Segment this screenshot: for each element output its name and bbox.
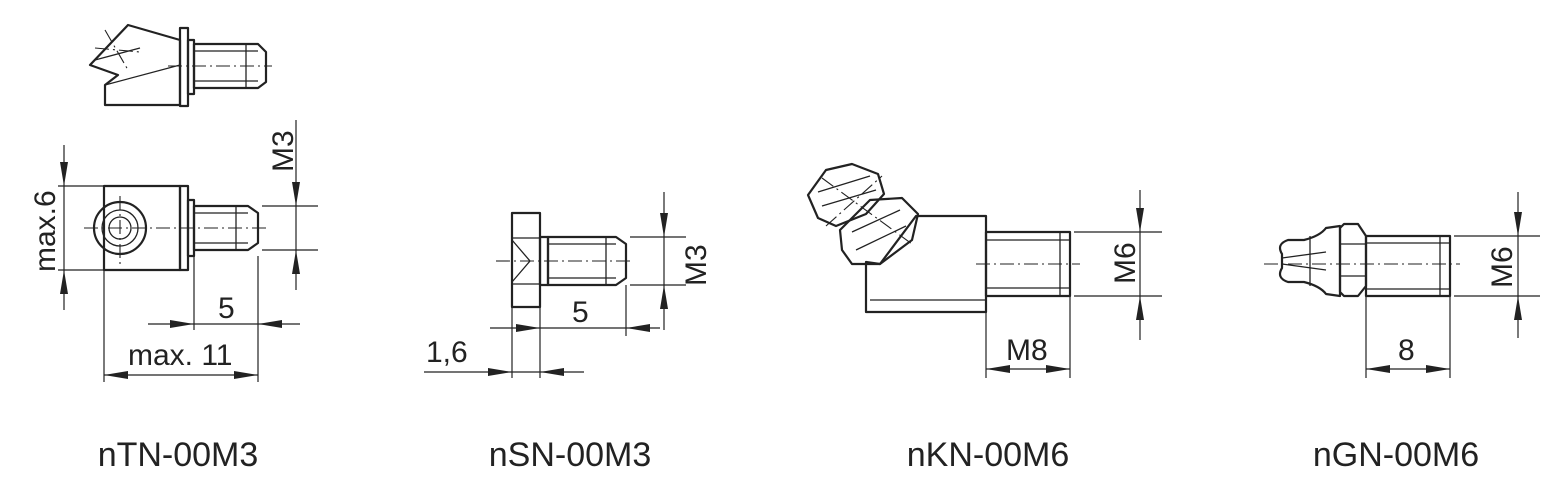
part-nkn: M6 M8 nKN-00M6 [806, 162, 1162, 474]
part-nsn: M3 5 1,6 nSN-00M3 [424, 192, 713, 474]
nsn-thread-label: M3 [680, 244, 713, 286]
nkn-part-label: nKN-00M6 [907, 436, 1070, 474]
nsn-front-view [496, 211, 632, 309]
ngn-dim-thread: M6 [1454, 192, 1540, 338]
ngn-thread-label: M6 [1486, 246, 1519, 288]
nsn-dim-thread: M3 [630, 192, 713, 330]
part-ngn: M6 8 nGN-00M6 [1264, 192, 1540, 474]
ntn-front-view [84, 184, 270, 272]
nkn-dim-hex: M8 [985, 296, 1071, 378]
ngn-front-view [1264, 222, 1460, 298]
nsn-part-label: nSN-00M3 [489, 436, 652, 474]
ntn-part-label: nTN-00M3 [98, 436, 259, 474]
ngn-thread-length-label: 8 [1398, 334, 1415, 367]
ntn-top-view [88, 23, 272, 108]
nsn-dim-thread-length: 5 [490, 285, 660, 378]
ntn-height-label: max.6 [29, 190, 62, 272]
nkn-thread-label: M6 [1109, 242, 1142, 284]
ngn-dim-thread-length: 8 [1365, 296, 1451, 378]
ntn-dim-thread-length: 5 [148, 256, 300, 382]
nsn-head-label: 1,6 [426, 336, 468, 369]
nkn-front-view [806, 162, 1080, 314]
part-ntn: max.6 M3 5 max. 11 nTN-00M [29, 23, 318, 474]
ntn-overall-label: max. 11 [128, 339, 233, 372]
ntn-thread-label: M3 [267, 130, 300, 172]
ntn-dim-overall: max. 11 [103, 270, 258, 382]
nkn-dim-thread: M6 [1074, 190, 1162, 340]
ntn-dim-height: max.6 [29, 145, 104, 310]
nsn-thread-length-label: 5 [572, 296, 589, 329]
ntn-dim-thread: M3 [262, 120, 318, 290]
nkn-hex-label: M8 [1006, 334, 1048, 367]
ngn-part-label: nGN-00M6 [1313, 436, 1479, 474]
nsn-dim-head: 1,6 [424, 307, 584, 378]
ntn-thread-length-label: 5 [218, 292, 235, 325]
